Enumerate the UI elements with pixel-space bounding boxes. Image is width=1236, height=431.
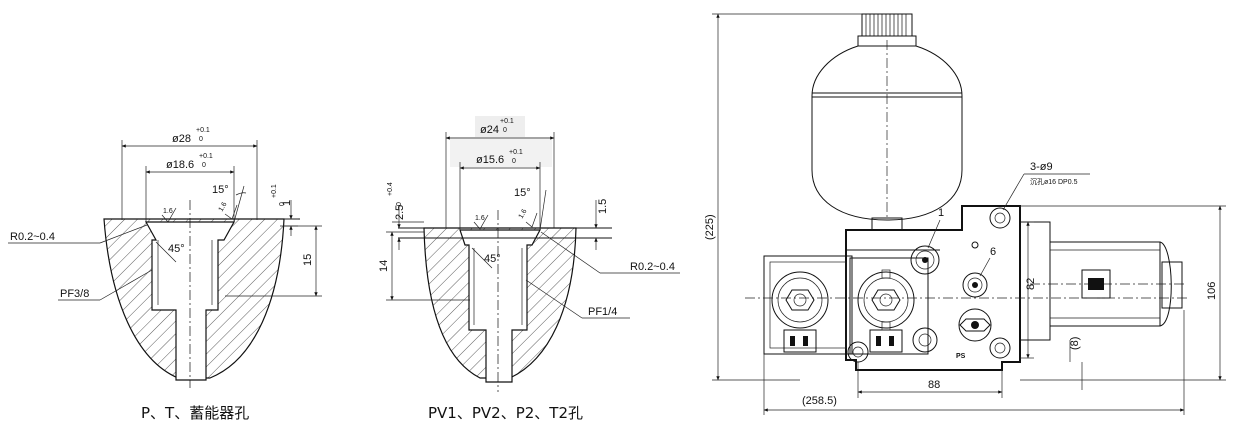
height-body: 106: [1206, 282, 1218, 300]
mount-holes: 3-ø9: [1030, 161, 1053, 173]
width-overall: (258.5): [802, 395, 837, 407]
left-radius-note: R0.2~0.4: [10, 231, 55, 243]
middle-outer-tol-zero: 0: [503, 127, 507, 134]
port-label: PS: [956, 353, 966, 360]
small-dim: (8): [1069, 337, 1081, 350]
left-roughness-b: 1.6: [218, 201, 229, 213]
left-inner-tol-plus: +0.1: [199, 153, 213, 160]
motor: [1019, 221, 1185, 341]
solenoid-mid: [849, 257, 929, 355]
accumulator: [811, 13, 963, 231]
left-port-section: ø28 +0.1 0 ø18.6 +0.1 0 15° 1.6 1.6 45° …: [8, 127, 322, 422]
middle-dim-highlight: [475, 116, 525, 138]
solenoid-left: [763, 255, 853, 355]
middle-dim-highlight-b: [450, 137, 552, 167]
middle-thread-note: PF1/4: [588, 306, 617, 318]
middle-depth-small: 1.5: [597, 199, 609, 214]
left-caption: P、T、蓄能器孔: [141, 404, 249, 422]
left-depth-zero: 0: [279, 202, 286, 206]
valve-block: [845, 205, 1021, 371]
left-angle-top: 15°: [212, 184, 229, 196]
left-outer-tol-zero: 0: [199, 136, 203, 143]
middle-roughness-b: 1.6: [518, 208, 529, 220]
hole-note: 沉孔ø16 DP0.5: [1030, 178, 1078, 186]
middle-step-dim: 2.5: [394, 205, 406, 220]
left-roughness-a: 1.6: [163, 208, 173, 215]
middle-caption: PV1、PV2、P2、T2孔: [428, 404, 583, 422]
middle-angle-top: 15°: [514, 187, 531, 199]
ports: [847, 207, 1011, 363]
left-inner-dia: ø18.6: [166, 159, 194, 171]
middle-outer-dia: ø24: [480, 124, 499, 136]
middle-angle-chamfer: 45°: [484, 253, 501, 265]
middle-cavity: [459, 229, 541, 383]
left-angle-chamfer: 45°: [168, 243, 185, 255]
left-depth-tol: +0.1: [271, 184, 278, 198]
middle-outer-tol-plus: +0.1: [500, 118, 514, 125]
left-depth-total: 15: [302, 254, 314, 266]
middle-step-tol-plus: +0.4: [387, 182, 394, 196]
callout-1: 1: [938, 207, 944, 219]
middle-inner-tol-plus: +0.1: [509, 149, 523, 156]
left-depth-val: 1: [281, 200, 293, 206]
left-inner-tol-zero: 0: [202, 162, 206, 169]
left-outer-tol-plus: +0.1: [196, 127, 210, 134]
width-inner: 82: [1025, 278, 1037, 290]
right-assembly: (225): [704, 13, 1226, 415]
callout-6: 6: [990, 246, 996, 258]
height-overall: (225): [704, 214, 716, 240]
middle-step-tol-zero: 0: [396, 202, 403, 206]
width-base: 88: [928, 379, 940, 391]
middle-roughness-a: 1.6: [475, 215, 485, 222]
left-outer-dia: ø28: [172, 133, 191, 145]
middle-radius-note: R0.2~0.4: [630, 261, 675, 273]
middle-inner-tol-zero: 0: [512, 158, 516, 165]
left-thread-note: PF3/8: [60, 288, 89, 300]
middle-port-section: ø24 +0.1 0 ø15.6 +0.1 0 15° 1.6 1.6 45° …: [378, 116, 680, 422]
middle-inner-dia: ø15.6: [476, 154, 504, 166]
middle-depth-total: 14: [378, 260, 390, 272]
